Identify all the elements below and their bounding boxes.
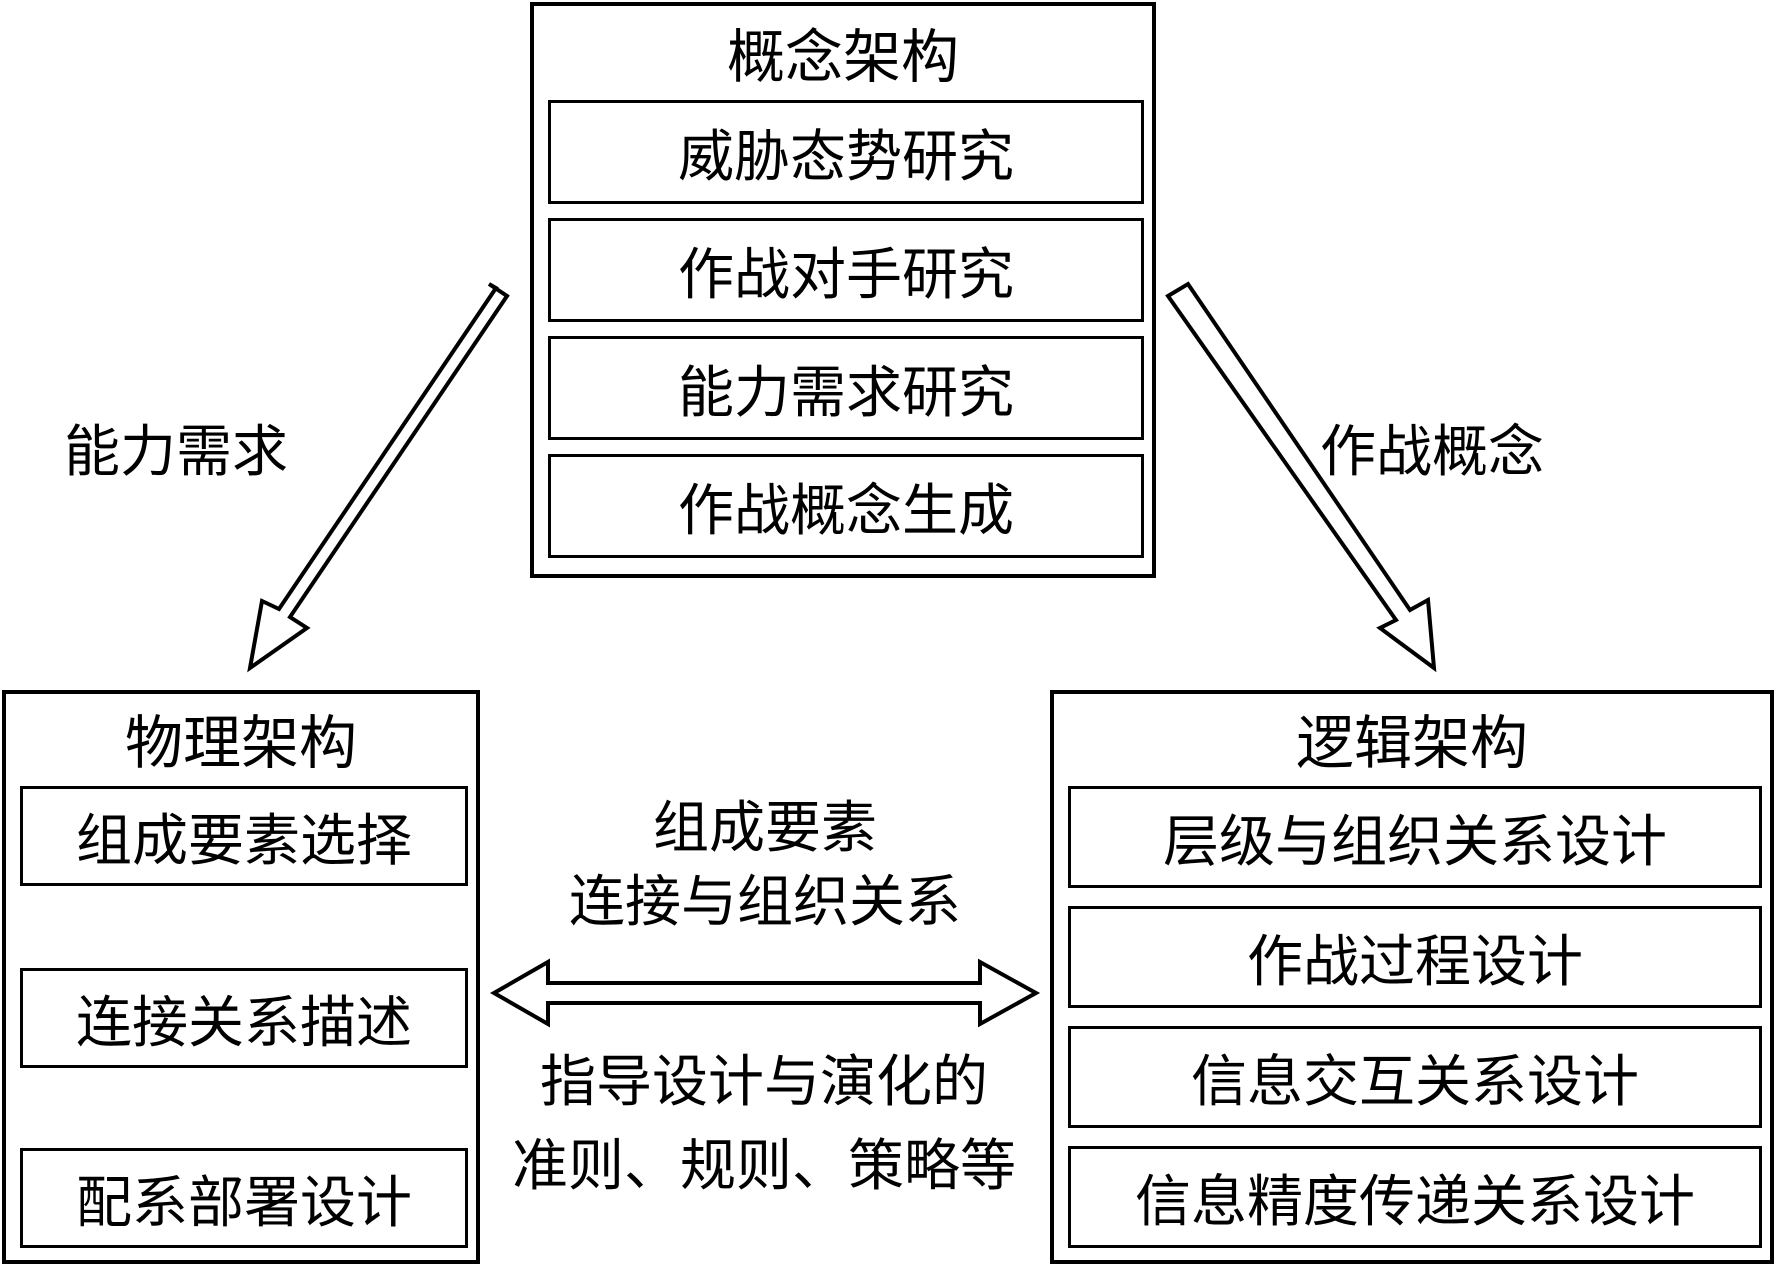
concept-item-label: 作战对手研究 [678,242,1014,308]
center-top-label-line1: 组成要素 [653,796,877,861]
logical-item-hierarchy: 层级与组织关系设计 [1068,786,1762,888]
logical-item-label: 信息交互关系设计 [1191,1049,1639,1115]
physical-item-elements: 组成要素选择 [20,786,468,886]
right-arrow-label: 作战概念 [1320,420,1544,485]
physical-item-label: 组成要素选择 [76,808,412,874]
concept-architecture-title: 概念架构 [726,23,959,91]
left-arrow-label: 能力需求 [64,420,288,485]
logical-item-label: 作战过程设计 [1247,929,1583,995]
concept-item-generation: 作战概念生成 [548,454,1144,558]
concept-architecture-box: 概念架构 威胁态势研究 作战对手研究 能力需求研究 作战概念生成 [530,2,1156,578]
center-bottom-label-line2: 准则、规则、策略等 [512,1134,1016,1199]
concept-item-capability: 能力需求研究 [548,336,1144,440]
physical-item-deployment: 配系部署设计 [20,1148,468,1248]
physical-item-label: 配系部署设计 [76,1170,412,1236]
logical-architecture-box: 逻辑架构 层级与组织关系设计 作战过程设计 信息交互关系设计 信息精度传递关系设… [1050,690,1774,1264]
concept-item-opponent: 作战对手研究 [548,218,1144,322]
physical-item-label: 连接关系描述 [76,990,412,1056]
concept-item-threat: 威胁态势研究 [548,100,1144,204]
physical-item-connections: 连接关系描述 [20,968,468,1068]
concept-item-label: 能力需求研究 [678,360,1014,426]
physical-architecture-box: 物理架构 组成要素选择 连接关系描述 配系部署设计 [2,690,480,1264]
center-bottom-label-line1: 指导设计与演化的 [540,1050,988,1115]
logical-item-label: 信息精度传递关系设计 [1135,1169,1695,1235]
logical-item-label: 层级与组织关系设计 [1163,809,1667,875]
concept-item-label: 威胁态势研究 [678,124,1014,190]
logical-architecture-title: 逻辑架构 [1295,709,1528,777]
concept-item-label: 作战概念生成 [678,478,1014,544]
logical-item-info-precision: 信息精度传递关系设计 [1068,1146,1762,1248]
center-top-label-line2: 连接与组织关系 [569,870,961,935]
physical-architecture-title: 物理架构 [124,709,357,777]
logical-item-process: 作战过程设计 [1068,906,1762,1008]
right-hollow-arrow [1165,281,1437,673]
left-hollow-arrow [247,282,510,673]
center-double-arrow [489,958,1041,1028]
logical-item-info-exchange: 信息交互关系设计 [1068,1026,1762,1128]
